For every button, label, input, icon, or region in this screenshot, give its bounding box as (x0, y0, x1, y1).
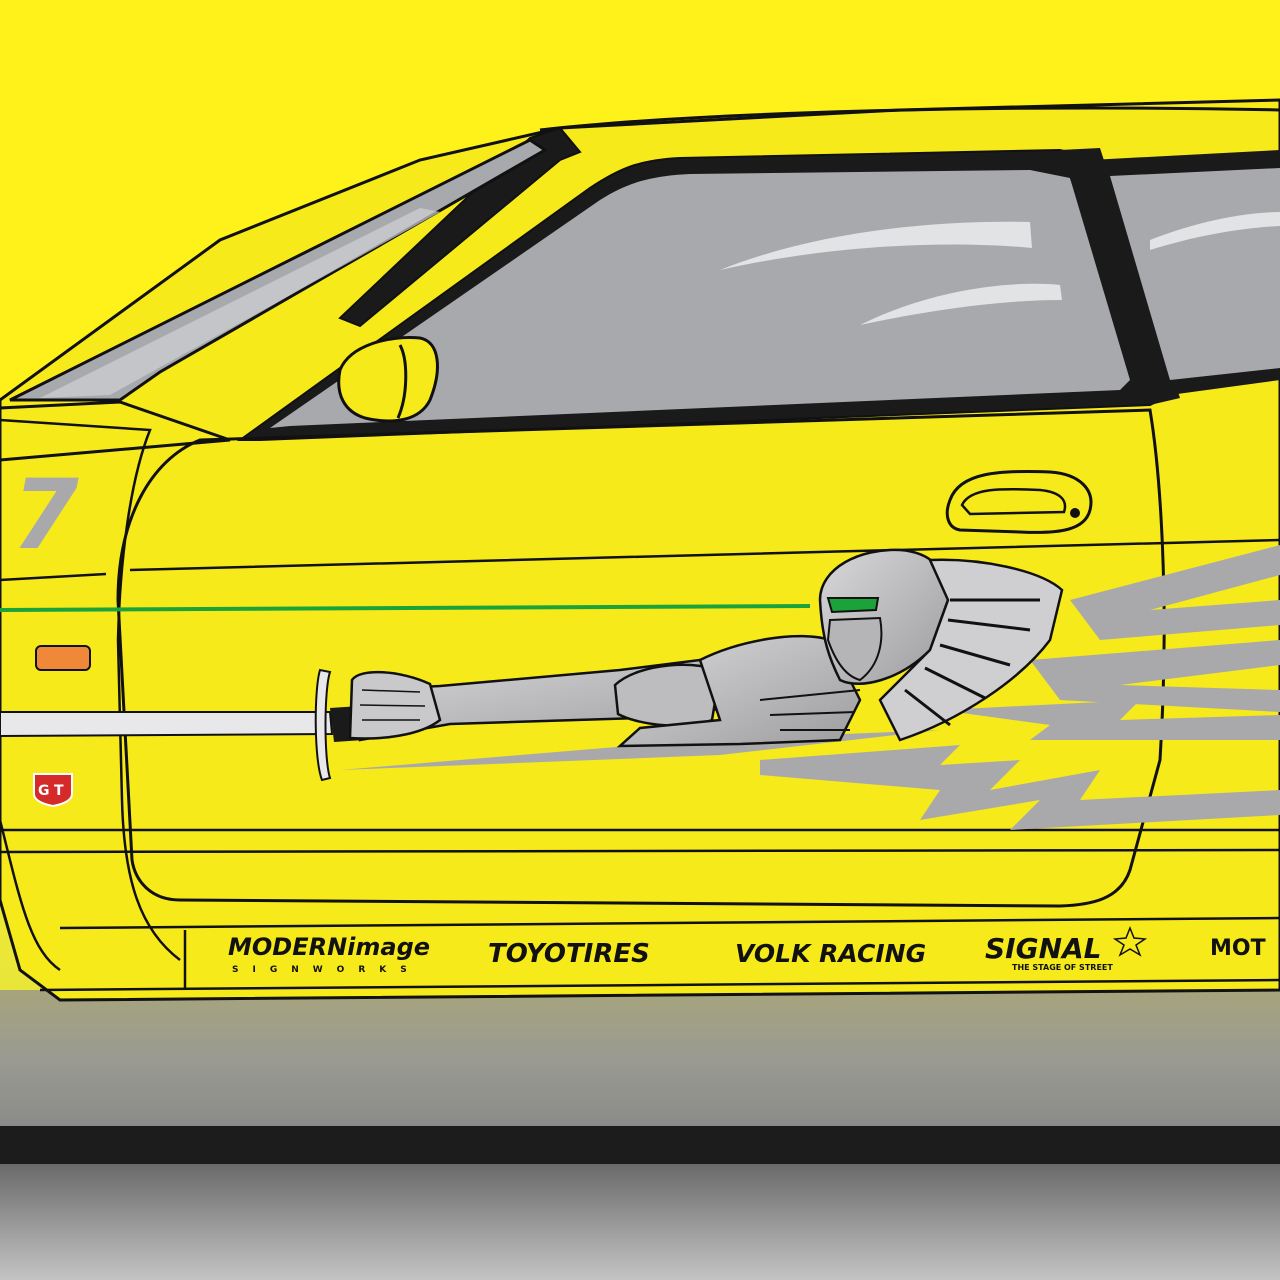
side-mirror (337, 335, 439, 423)
door-handle (945, 469, 1093, 534)
front-bumper-edge (0, 819, 61, 972)
sponsor-modern-image-sub: SIGNWORKS (232, 965, 421, 975)
sponsor-decals: MODERNimage SIGNWORKS TOYOTIRES VOLK RAC… (228, 925, 1266, 975)
door-outline (116, 408, 1166, 908)
sill-line-2 (39, 978, 1280, 992)
sill-line-1 (59, 916, 1280, 930)
sponsor-volk-racing: VOLK RACING (735, 939, 926, 968)
rear-window-reflection (1150, 212, 1280, 250)
sponsor-signal: SIGNAL (985, 932, 1102, 965)
background-ground (0, 990, 1280, 1130)
fender-edge (0, 418, 181, 961)
crease-line-lower-2 (0, 848, 1280, 854)
ground-shadow (0, 1126, 1280, 1164)
car-number: 7 (12, 459, 79, 571)
sponsor-moto: MOT (1210, 936, 1266, 961)
speed-streaks (340, 545, 1280, 830)
a-pillar-trim (338, 126, 582, 328)
sponsor-signal-sub: THE STAGE OF STREET (1012, 963, 1113, 972)
crease-line-upper (0, 538, 1280, 582)
window-reflection-1 (720, 221, 1032, 270)
side-marker-light (35, 645, 91, 671)
roof-line (539, 106, 1280, 132)
flying-knight-graphic (348, 548, 1064, 748)
hood-edge (0, 400, 231, 462)
gt-badge-g: G (38, 783, 50, 799)
green-stripe (0, 604, 811, 612)
b-pillar (1060, 148, 1180, 405)
sponsor-toyo-tires: TOYOTIRES (488, 939, 650, 969)
floor (0, 1164, 1280, 1280)
windshield-gloss (40, 208, 440, 398)
gt-badge: G T (33, 773, 73, 808)
signal-star-icon (1112, 925, 1148, 957)
gt-badge-t: T (54, 783, 64, 799)
sponsor-modern-image: MODERNimage (228, 933, 430, 961)
sword-graphic (0, 668, 364, 782)
windshield (9, 138, 548, 402)
window-reflection-2 (860, 283, 1062, 325)
